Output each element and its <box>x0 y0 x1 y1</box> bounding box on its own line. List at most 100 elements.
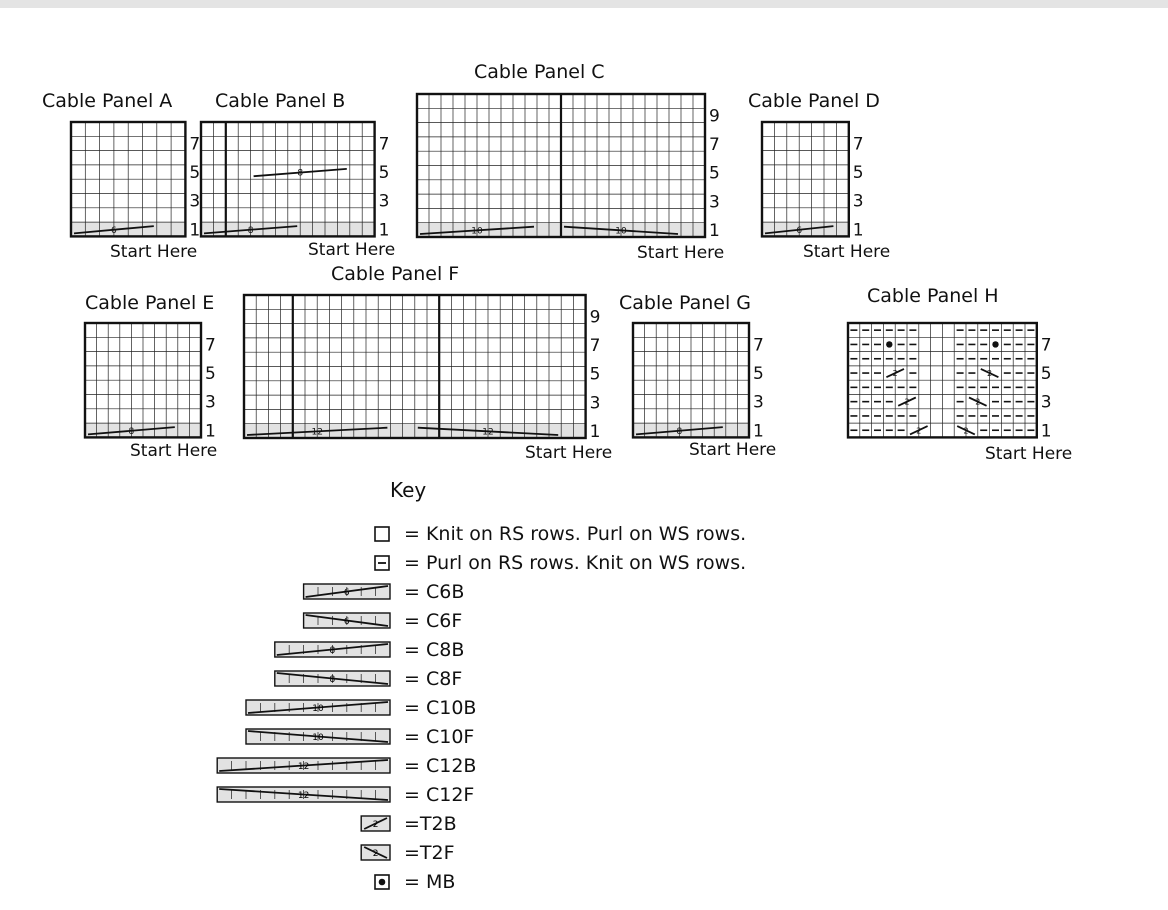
row-number: 1 <box>709 221 720 241</box>
key-row-c6b: 6 = C6B <box>0 580 800 604</box>
cable-cross-line <box>276 672 389 685</box>
key-label-c10f: = C10F <box>404 726 475 748</box>
cable-count-label: 6 <box>344 588 350 598</box>
cable-count-label: 12 <box>298 791 309 801</box>
row-number: 5 <box>205 364 216 384</box>
cable-cross-line <box>563 225 679 235</box>
cable-c8b: 8 <box>635 426 723 437</box>
key-label-purl: = Purl on RS rows. Knit on WS rows. <box>404 552 747 574</box>
cable-cross-line <box>246 426 388 436</box>
row-number: 3 <box>379 192 390 212</box>
twist-line <box>897 396 917 407</box>
row-number: 7 <box>853 134 864 154</box>
twist-count: 2 <box>893 369 898 378</box>
cable-count-label: 8 <box>297 169 303 179</box>
row-number: 1 <box>205 421 216 441</box>
knit-square <box>374 526 390 542</box>
row-number: 9 <box>590 307 601 327</box>
row-number: 3 <box>853 192 864 212</box>
key-cable-graphic: 6 <box>302 612 391 629</box>
twist-count: 2 <box>963 426 968 435</box>
row-number: 7 <box>1041 335 1052 355</box>
key-cable-graphic: 8 <box>274 641 391 658</box>
panel-title: Cable Panel E <box>85 292 214 314</box>
row-number: 1 <box>753 421 764 441</box>
key-label-t2b: =T2B <box>404 813 457 835</box>
twist-t2f: 2 <box>968 396 987 407</box>
cable-count-label: 8 <box>129 427 135 437</box>
cable-c10f: 10 <box>563 225 679 236</box>
key-label-c10b: = C10B <box>404 697 477 719</box>
bobble-dot <box>378 878 386 886</box>
c12f-symbol: 12 <box>200 783 392 807</box>
key-symbol-graphic: 10 <box>245 728 391 745</box>
key-cable-graphic: 12 <box>216 786 391 803</box>
panel-title: Cable Panel C <box>474 61 605 83</box>
row-number: 3 <box>205 393 216 413</box>
twist-line <box>909 425 928 436</box>
row-number: 7 <box>189 134 200 154</box>
row-number: 5 <box>753 364 764 384</box>
panel-title: Cable Panel F <box>331 263 459 285</box>
key-twist-graphic: 2 <box>360 844 391 861</box>
cable-cross-line <box>305 585 389 598</box>
row-number: 3 <box>709 192 720 212</box>
key-row-purl: = Purl on RS rows. Knit on WS rows. <box>0 551 800 575</box>
twist-count: 2 <box>916 426 921 435</box>
cable-cross-line <box>203 225 298 235</box>
cable-count-label: 8 <box>248 226 254 236</box>
row-number: 3 <box>753 393 764 413</box>
cable-count-label: 10 <box>312 733 324 743</box>
key-symbol-graphic: 6 <box>302 612 391 629</box>
cable-c6b: 6 <box>73 225 154 236</box>
cable-count-label: 12 <box>482 427 493 437</box>
row-number: 1 <box>1041 421 1052 441</box>
cable-cross-line <box>417 426 559 436</box>
row-number: 9 <box>709 106 720 126</box>
start-here-label: Start Here <box>130 441 217 461</box>
panel-title: Cable Panel A <box>42 90 172 112</box>
cable-count-label: 8 <box>330 646 336 656</box>
row-number: 7 <box>379 134 390 154</box>
t2f-symbol: 2 <box>300 841 392 865</box>
purl-symbol <box>370 551 392 575</box>
cable-c12f: 12 <box>417 426 559 437</box>
cable-count-label: 8 <box>677 427 683 437</box>
twist-count: 2 <box>904 398 909 407</box>
key-title: Key <box>390 478 427 502</box>
key-symbol-graphic: 8 <box>274 670 391 687</box>
start-here-label: Start Here <box>525 443 612 463</box>
cable-count-label: 10 <box>615 226 627 236</box>
cable-c8b: 8 <box>203 225 298 236</box>
row-number: 5 <box>709 164 720 184</box>
key-label-c12b: = C12B <box>404 755 477 777</box>
cable-cross-line <box>247 701 389 714</box>
twist-count: 2 <box>987 369 992 378</box>
panel-border <box>760 120 851 238</box>
row-number: 3 <box>189 192 200 212</box>
knit-symbol <box>370 522 392 546</box>
panel-border <box>199 120 376 238</box>
key-label-c8b: = C8B <box>404 639 465 661</box>
twist-count: 2 <box>975 398 980 407</box>
key-symbol-graphic <box>374 555 390 571</box>
panel-title: Cable Panel D <box>748 90 880 112</box>
start-here-label: Start Here <box>803 242 890 262</box>
key-label-mb: = MB <box>404 871 456 893</box>
key-row-c8b: 8 = C8B <box>0 638 800 662</box>
start-here-label: Start Here <box>637 243 724 263</box>
cable-count-label: 12 <box>311 427 322 437</box>
key-row-c10b: 10 = C10B <box>0 696 800 720</box>
bobble-symbol <box>300 870 392 894</box>
key-symbol-graphic: 2 <box>360 815 391 832</box>
row-number: 5 <box>379 163 390 183</box>
cable-c6b: 6 <box>764 225 834 236</box>
row-number: 3 <box>590 393 601 413</box>
twist-t2b: 2 <box>886 368 905 378</box>
twist-t2b: 2 <box>909 425 928 436</box>
